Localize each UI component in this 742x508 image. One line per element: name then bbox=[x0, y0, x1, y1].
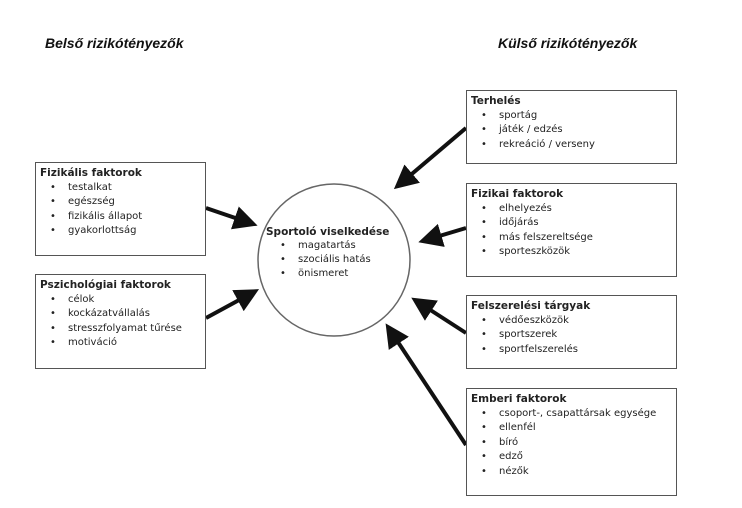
box-title: Pszichológiai faktorok bbox=[40, 279, 171, 291]
arrow-psychological bbox=[205, 289, 260, 320]
list-item: csoport-, csapattársak egysége bbox=[481, 407, 672, 422]
list-item: sporteszközök bbox=[481, 245, 672, 260]
arrow-load bbox=[393, 126, 468, 190]
equipment-box: Felszerelési tárgyak védőeszközöksportsz… bbox=[466, 295, 677, 369]
list-item: elhelyezés bbox=[481, 202, 672, 217]
box-title: Emberi faktorok bbox=[471, 393, 567, 405]
box-title: Terhelés bbox=[471, 95, 521, 107]
list-item: ellenfél bbox=[481, 421, 672, 436]
center-circle bbox=[257, 183, 411, 337]
list-item: védőeszközök bbox=[481, 314, 672, 329]
list-item: kockázatvállalás bbox=[50, 307, 201, 322]
list-item: más felszereltsége bbox=[481, 231, 672, 246]
list-item: stresszfolyamat tűrése bbox=[50, 322, 201, 337]
list-item: edző bbox=[481, 450, 672, 465]
list-item: motiváció bbox=[50, 336, 201, 351]
center-title: Sportoló viselkedése bbox=[266, 226, 390, 238]
list-item: nézők bbox=[481, 465, 672, 480]
box-title: Fizikai faktorok bbox=[471, 188, 564, 200]
box-title: Felszerelési tárgyak bbox=[471, 300, 591, 312]
box-title: Fizikális faktorok bbox=[40, 167, 142, 179]
arrow-human bbox=[385, 323, 468, 447]
list-item: gyakorlottság bbox=[50, 224, 201, 239]
list-item: szociális hatás bbox=[280, 253, 406, 267]
list-item: önismeret bbox=[280, 267, 406, 281]
human-factors-box: Emberi faktorok csoport-, csapattársak e… bbox=[466, 388, 677, 496]
list-item: magatartás bbox=[280, 239, 406, 253]
center-node: Sportoló viselkedése magatartásszociális… bbox=[266, 225, 406, 281]
list-item: bíró bbox=[481, 436, 672, 451]
list-item: fizikális állapot bbox=[50, 210, 201, 225]
arrow-equipment bbox=[411, 297, 468, 335]
arrow-physical-external bbox=[418, 223, 467, 247]
psychological-factors-box: Pszichológiai faktorok célokkockázatváll… bbox=[35, 274, 206, 369]
list-item: sportág bbox=[481, 109, 672, 124]
arrow-physical bbox=[205, 206, 258, 230]
list-item: testalkat bbox=[50, 181, 201, 196]
internal-header: Belső rizikótényezők bbox=[45, 35, 184, 51]
external-header: Külső rizikótényezők bbox=[498, 35, 638, 51]
physical-external-box: Fizikai faktorok elhelyezésidőjárásmás f… bbox=[466, 183, 677, 277]
physical-factors-box: Fizikális faktorok testalkategészségfizi… bbox=[35, 162, 206, 256]
load-box: Terhelés sportágjáték / edzésrekreáció /… bbox=[466, 90, 677, 164]
list-item: célok bbox=[50, 293, 201, 308]
list-item: sportszerek bbox=[481, 328, 672, 343]
list-item: játék / edzés bbox=[481, 123, 672, 138]
list-item: sportfelszerelés bbox=[481, 343, 672, 358]
list-item: rekreáció / verseny bbox=[481, 138, 672, 153]
list-item: egészség bbox=[50, 195, 201, 210]
list-item: időjárás bbox=[481, 216, 672, 231]
